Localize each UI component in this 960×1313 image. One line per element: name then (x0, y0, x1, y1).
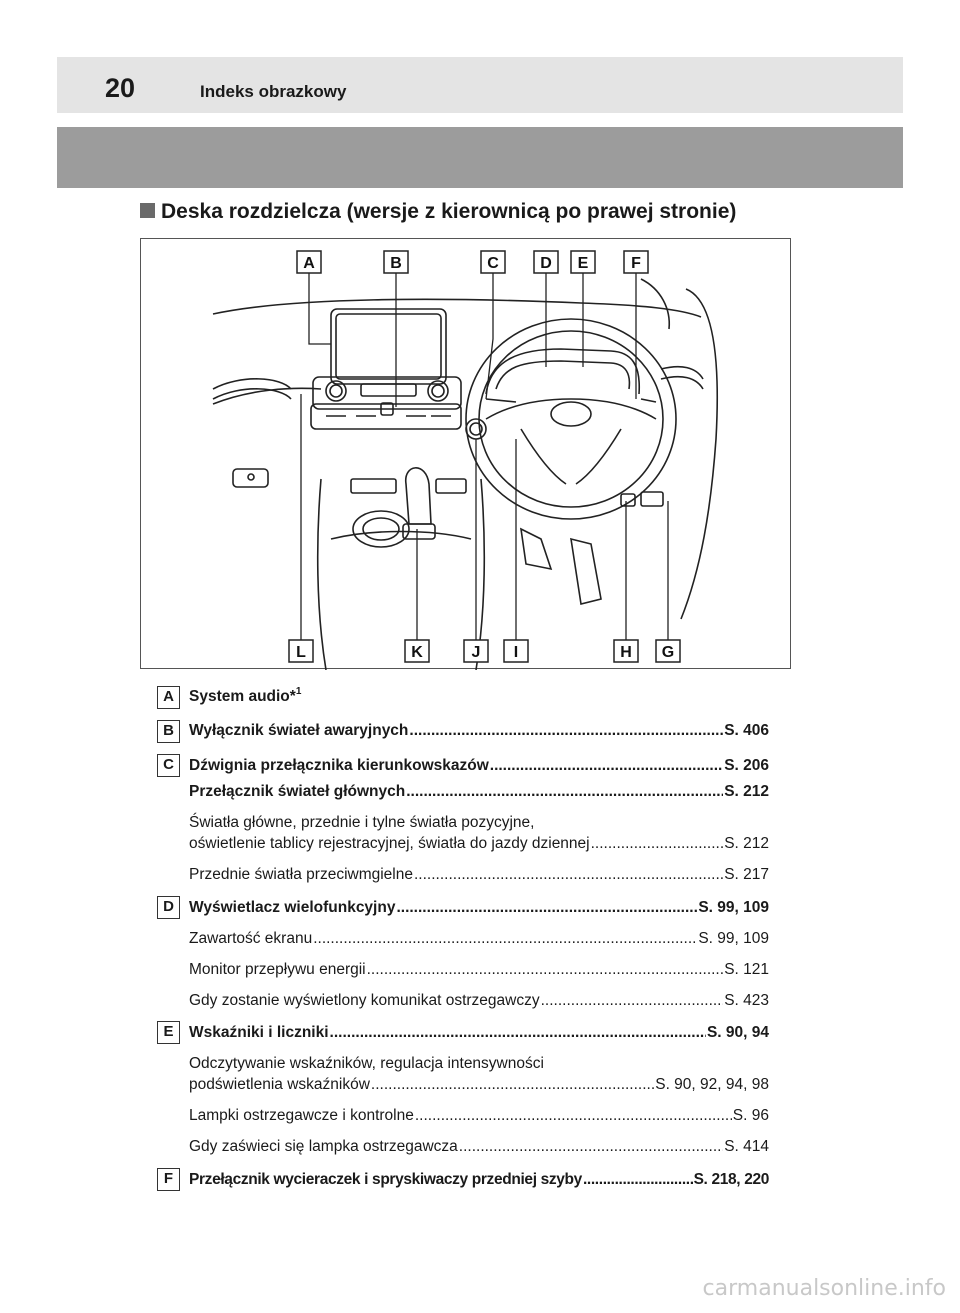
brake-pedal (519, 527, 553, 571)
letter-box-A: A (157, 686, 180, 709)
leader-A (308, 261, 331, 345)
svg-text:K: K (411, 644, 423, 661)
hazard-button (380, 402, 394, 416)
right-switch-2 (640, 491, 664, 507)
svg-text:A: A (303, 255, 315, 272)
callout-E: E (570, 250, 596, 274)
svg-text:H: H (620, 644, 632, 661)
entry-E-sub-1-line1: Odczytywanie wskaźników, regulacja inten… (189, 1055, 544, 1072)
cup-holder (352, 510, 410, 548)
callout-A: A (296, 250, 322, 274)
center-screen (335, 313, 442, 380)
svg-text:B: B (390, 255, 402, 272)
subtitle-text: Deska rozdzielcza (wersje z kierownicą p… (161, 200, 737, 223)
left-vent (212, 378, 292, 390)
svg-text:I: I (514, 644, 518, 661)
right-switch-1 (620, 493, 636, 507)
entry-C-row-1: Dźwignia przełącznika kierunkowskazówS. … (189, 756, 769, 776)
entry-C-sub-1-line1: Światła główne, przednie i tylne światła… (189, 814, 535, 831)
entry-F-row: Przełącznik wycieraczek i spryskiwaczy p… (189, 1170, 769, 1190)
entry-A-label: System audio*1 (189, 686, 302, 705)
letter-box-B: B (157, 720, 180, 743)
square-bullet-icon (140, 203, 155, 218)
callout-K: K (404, 639, 430, 663)
callout-C: C (480, 250, 506, 274)
callout-D: D (533, 250, 559, 274)
entry-D-sub-3: Gdy zostanie wyświetlony komunikat ostrz… (189, 991, 769, 1011)
dash-outline (212, 298, 702, 318)
callout-I: I (503, 639, 529, 663)
turn-signal-stalk (485, 398, 517, 403)
svg-text:E: E (578, 255, 589, 272)
climate-panel (310, 403, 462, 430)
dashboard-illustration: A B C D E F L K (212, 250, 719, 670)
svg-text:D: D (540, 255, 552, 272)
entry-E-sub-2: Lampki ostrzegawcze i kontrolneS. 96 (189, 1106, 769, 1126)
watermark: carmanualsonline.info (702, 1276, 946, 1301)
entry-D-row: Wyświetlacz wielofunkcyjnyS. 99, 109 (189, 898, 769, 918)
svg-text:L: L (296, 644, 306, 661)
right-knob (427, 380, 449, 402)
shift-lever (405, 467, 432, 525)
letter-box-D: D (157, 896, 180, 919)
start-button (465, 418, 487, 440)
right-vent (660, 365, 704, 380)
entry-D-sub-2: Monitor przepływu energiiS. 121 (189, 960, 769, 980)
page-number: 20 (105, 73, 136, 103)
dashboard-figure: A B C D E F L K (140, 238, 791, 670)
svg-text:J: J (472, 644, 481, 661)
entry-E-sub-1: podświetlenia wskaźnikówS. 90, 92, 94, 9… (189, 1075, 769, 1095)
leader-C (485, 261, 494, 400)
letter-box-C: C (157, 754, 180, 777)
callout-J: J (463, 639, 489, 663)
steering-wheel (465, 318, 677, 520)
gray-band (57, 127, 903, 188)
entry-D-sub-1: Zawartość ekranuS. 99, 109 (189, 929, 769, 949)
entry-E-row: Wskaźniki i licznikiS. 90, 94 (189, 1023, 769, 1043)
wiper-stalk (640, 398, 657, 403)
letter-box-F: F (157, 1168, 180, 1191)
callout-H: H (613, 639, 639, 663)
right-door-panel (680, 288, 719, 620)
entry-E-sub-3: Gdy zaświeci się lampka ostrzegawczaS. 4… (189, 1137, 769, 1157)
callout-F: F (623, 250, 649, 274)
callout-B: B (383, 250, 409, 274)
steering-hub (550, 401, 592, 427)
section-title: Indeks obrazkowy (200, 82, 347, 101)
accelerator-pedal (570, 537, 602, 605)
subtitle: Deska rozdzielcza (wersje z kierownicą p… (140, 199, 736, 225)
callout-L: L (288, 639, 314, 663)
entry-C-sub-2: Przednie światła przeciwmgielneS. 217 (189, 865, 769, 885)
audio-panel (312, 376, 462, 410)
entry-C-row-2: Przełącznik świateł głównychS. 212 (189, 782, 769, 802)
svg-text:C: C (487, 255, 499, 272)
callout-G: G (655, 639, 681, 663)
left-knob (325, 380, 347, 402)
center-console (316, 478, 486, 670)
letter-box-E: E (157, 1021, 180, 1044)
svg-text:G: G (662, 644, 674, 661)
dash-lower-edge (212, 387, 322, 405)
windshield-edge (640, 278, 671, 330)
entry-C-sub-1: oświetlenie tablicy rejestracyjnej, świa… (189, 834, 769, 854)
header-bar (57, 57, 903, 113)
entry-B-row: Wyłącznik świateł awaryjnychS. 406 (189, 721, 769, 741)
svg-text:F: F (631, 255, 641, 272)
left-switch (232, 468, 269, 488)
instrument-cluster (485, 348, 641, 395)
